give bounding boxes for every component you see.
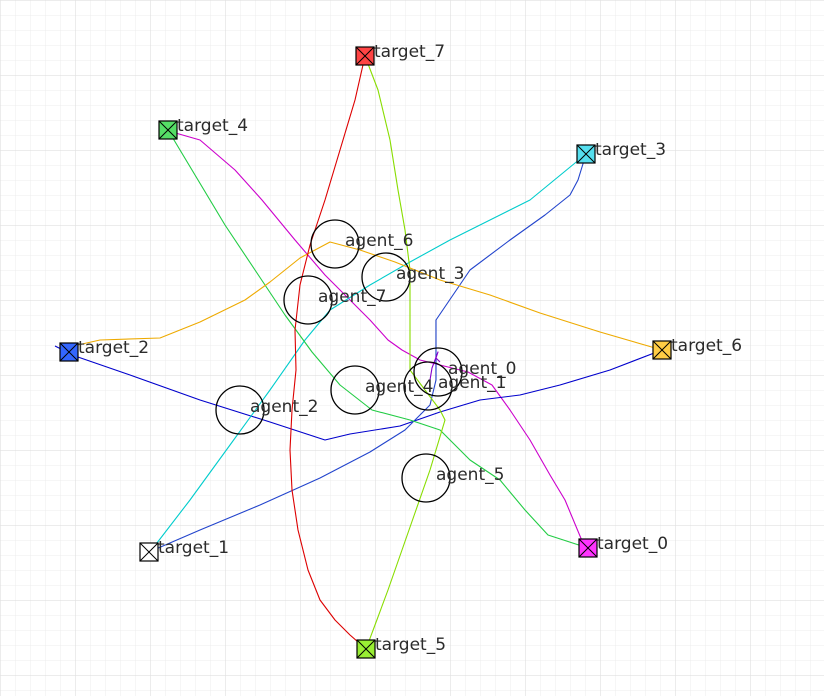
target-6-label: target_6 — [671, 336, 742, 356]
target-3-cross-b — [576, 144, 596, 164]
agent-3-circle — [361, 252, 411, 302]
target-3-marker: target_3 — [576, 140, 666, 164]
agent-0-group: agent_0 — [413, 347, 516, 397]
agent-6-group: agent_6 — [310, 219, 413, 269]
agent-1-circle — [403, 361, 453, 411]
target-0-label: target_0 — [597, 534, 668, 554]
paths-layer — [54, 55, 663, 650]
target-3-label: target_3 — [595, 140, 666, 160]
target-0-cross-b — [578, 538, 598, 558]
agent-4-circle — [330, 365, 380, 415]
agent-1-label: agent_1 — [438, 373, 506, 393]
target-4-marker: target_4 — [158, 116, 248, 140]
agent-2-label: agent_2 — [250, 397, 318, 417]
path-agent-5 — [364, 55, 446, 650]
target-4-cross-b — [158, 120, 178, 140]
agent-5-circle — [401, 453, 451, 503]
target-0-marker: target_0 — [578, 534, 668, 558]
path-agent-6 — [59, 241, 663, 351]
target-5-label: target_5 — [375, 635, 446, 655]
target-1-cross-b — [139, 542, 159, 562]
agent-6-label: agent_6 — [345, 231, 413, 251]
path-agent-4 — [167, 129, 589, 549]
target-5-marker: target_5 — [356, 635, 446, 659]
agent-3-label: agent_3 — [396, 264, 464, 284]
path-agent-3 — [148, 153, 587, 553]
path-agent-2 — [149, 153, 587, 553]
agent-5-label: agent_5 — [436, 465, 504, 485]
target-2-label: target_2 — [78, 338, 149, 358]
target-5-cross-b — [356, 639, 376, 659]
agent-0-label: agent_0 — [448, 359, 516, 379]
path-agent-8 — [429, 351, 441, 381]
agent-0-circle — [413, 347, 463, 397]
target-6-marker: target_6 — [652, 336, 742, 360]
agent-6-circle — [310, 219, 360, 269]
path-agent-0 — [171, 131, 586, 549]
path-agent-7 — [289, 55, 367, 650]
agent-3-group: agent_3 — [361, 252, 464, 302]
agent-4-label: agent_4 — [365, 377, 433, 397]
agent-2-group: agent_2 — [215, 385, 318, 435]
agents-layer: agent_0agent_1agent_2agent_3agent_4agent… — [215, 219, 516, 503]
path-agent-1 — [54, 345, 663, 441]
agent-1-group: agent_1 — [403, 361, 506, 411]
target-4-label: target_4 — [177, 116, 248, 136]
agent-7-circle — [283, 275, 333, 325]
target-6-cross-b — [652, 340, 672, 360]
target-1-marker: target_1 — [139, 538, 229, 562]
target-7-marker: target_7 — [355, 42, 445, 66]
targets-layer: target_0 target_1 target_2 target_3 target_4… — [59, 42, 742, 659]
target-7-label: target_7 — [374, 42, 445, 62]
agent-2-circle — [215, 385, 265, 435]
agent-4-group: agent_4 — [330, 365, 433, 415]
target-1-label: target_1 — [158, 538, 229, 558]
target-7-cross-b — [355, 46, 375, 66]
agent-7-label: agent_7 — [318, 287, 386, 307]
agent-7-group: agent_7 — [283, 275, 386, 325]
target-2-marker: target_2 — [59, 338, 149, 362]
agent-5-group: agent_5 — [401, 453, 504, 503]
target-2-cross-b — [59, 342, 79, 362]
